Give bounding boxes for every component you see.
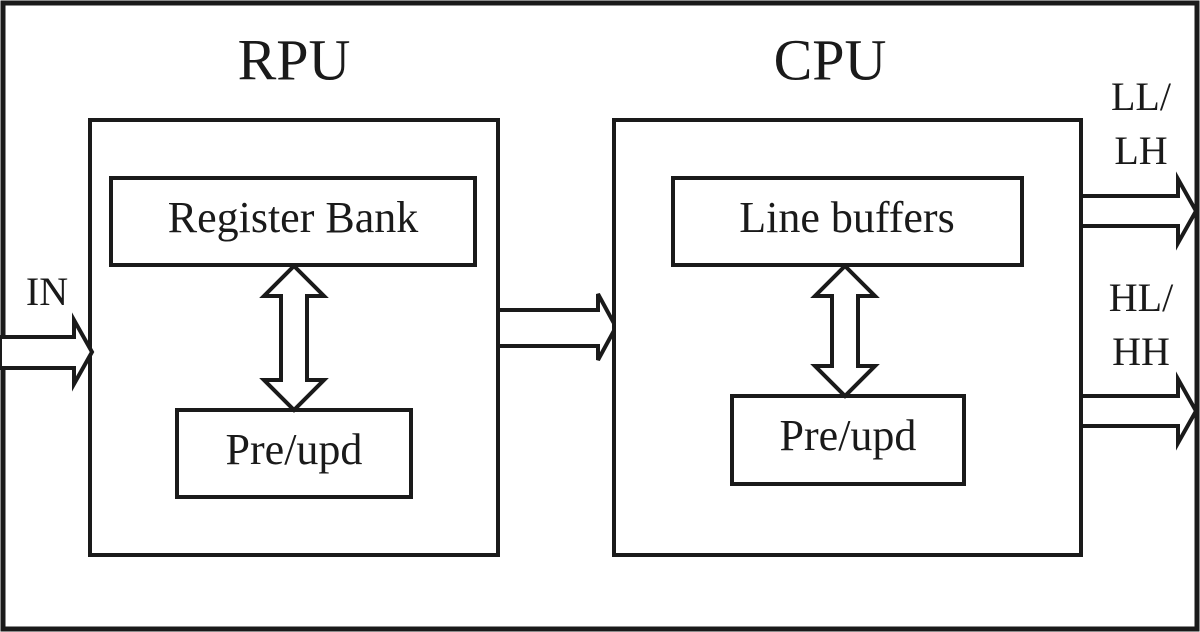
cpu-pre-upd-box (730, 394, 966, 486)
ll-lh-label-line2: LH (1114, 128, 1167, 173)
line-buffers-box (671, 176, 1024, 267)
cpu-bidirectional-arrow (810, 263, 880, 399)
input-label: IN (26, 269, 68, 314)
hl-hh-label-line1: HL/ (1109, 275, 1174, 320)
ll-lh-output-arrow (1079, 171, 1199, 251)
hl-hh-label-line2: HH (1112, 329, 1170, 374)
rpu-title: RPU (238, 27, 351, 92)
rpu-to-cpu-arrow (496, 293, 619, 361)
cpu-pre-upd-label: Pre/upd (780, 411, 917, 460)
ll-lh-label-line1: LL/ (1111, 74, 1172, 119)
input-arrow (0, 312, 95, 392)
hl-hh-output-arrow (1079, 371, 1199, 451)
rpu-bidirectional-arrow (259, 263, 329, 413)
rpu-pre-upd-label: Pre/upd (226, 425, 363, 474)
register-bank-label: Register Bank (168, 193, 419, 242)
cpu-title: CPU (774, 27, 887, 92)
line-buffers-label: Line buffers (739, 193, 954, 242)
